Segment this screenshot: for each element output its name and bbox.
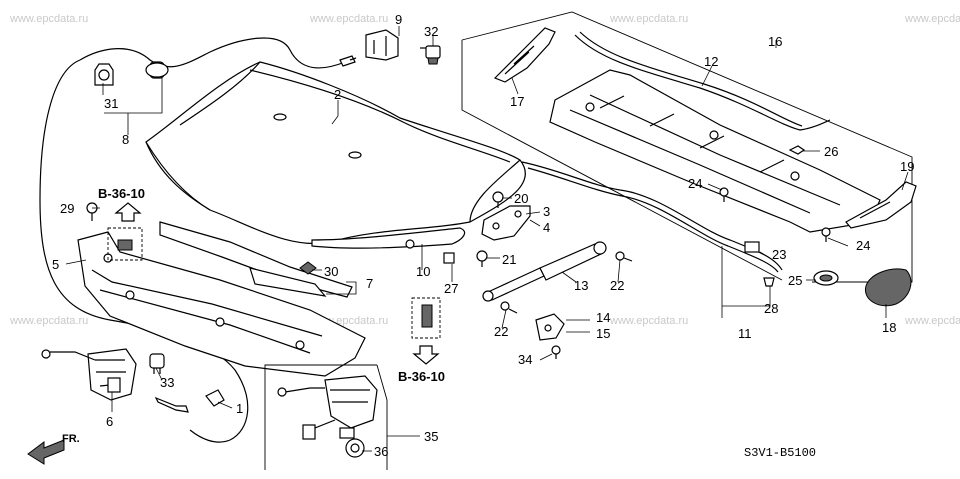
hinge-bolt[interactable] — [492, 191, 504, 208]
hood-hinge[interactable] — [481, 205, 531, 241]
strut-bolt[interactable] — [500, 301, 518, 314]
bolt[interactable] — [420, 45, 441, 65]
callout-5[interactable]: 5 — [52, 257, 59, 272]
callout-29[interactable]: 29 — [60, 201, 74, 216]
bolt[interactable] — [719, 187, 729, 202]
cable-clip[interactable] — [94, 63, 114, 86]
hinge-bolt[interactable] — [476, 250, 488, 267]
callout-4[interactable]: 4 — [543, 220, 550, 235]
cushion[interactable] — [299, 261, 317, 275]
bolt[interactable] — [821, 227, 831, 242]
callout-14[interactable]: 14 — [596, 310, 610, 325]
callout-32[interactable]: 32 — [424, 24, 438, 39]
callout-26[interactable]: 26 — [824, 144, 838, 159]
nut[interactable] — [443, 252, 455, 264]
callout-24[interactable]: 24 — [688, 176, 702, 191]
callout-25[interactable]: 25 — [788, 273, 802, 288]
callout-24[interactable]: 24 — [856, 238, 870, 253]
callout-8[interactable]: 8 — [122, 132, 129, 147]
callout-35[interactable]: 35 — [424, 429, 438, 444]
callout-15[interactable]: 15 — [596, 326, 610, 341]
hood-support-strut[interactable] — [482, 241, 607, 302]
cover[interactable] — [864, 268, 912, 307]
leader-lines — [65, 26, 909, 452]
ref-label-lower[interactable]: B-36-10 — [398, 369, 445, 384]
watermarks: www.epcdata.ru www.epcdata.ru www.epcdat… — [9, 13, 960, 327]
callout-21[interactable]: 21 — [502, 252, 516, 267]
watermark: www.epcdata.ru — [904, 13, 960, 25]
clamp[interactable] — [345, 438, 365, 458]
grommet-detail-box — [411, 297, 441, 339]
callout-22[interactable]: 22 — [610, 278, 624, 293]
callout-17[interactable]: 17 — [510, 94, 524, 109]
callout-2[interactable]: 2 — [334, 87, 341, 102]
cowl-clip[interactable] — [788, 145, 806, 155]
callout-10[interactable]: 10 — [416, 264, 430, 279]
ref-arrow-up[interactable] — [114, 202, 142, 222]
cowl-top-panel[interactable] — [549, 69, 881, 233]
callout-23[interactable]: 23 — [772, 247, 786, 262]
callout-11[interactable]: 11 — [738, 326, 752, 341]
diagram-code: S3V1-B5100 — [744, 446, 816, 460]
callout-12[interactable]: 12 — [704, 54, 718, 69]
callout-9[interactable]: 9 — [395, 12, 402, 27]
callout-31[interactable]: 31 — [104, 96, 118, 111]
strut-bracket[interactable] — [535, 313, 565, 341]
bolt[interactable] — [551, 345, 561, 359]
watermark: www.epcdata.ru — [609, 315, 688, 327]
callout-22[interactable]: 22 — [494, 324, 508, 339]
grommet-detail-box — [107, 227, 143, 261]
cowl-seal[interactable] — [574, 31, 831, 131]
cable-end[interactable] — [154, 396, 189, 413]
latch-assembly-box — [264, 364, 388, 470]
watermark: www.epcdata.ru — [309, 13, 388, 25]
callout-34[interactable]: 34 — [518, 352, 532, 367]
callout-27[interactable]: 27 — [444, 281, 458, 296]
hood-panel[interactable] — [145, 61, 526, 245]
hood-seal[interactable] — [311, 227, 466, 249]
hood-latch-with-switch[interactable] — [277, 375, 378, 440]
callout-30[interactable]: 30 — [324, 264, 338, 279]
clip[interactable] — [744, 241, 760, 253]
watermark: www.epcdata.ru — [9, 315, 88, 327]
inner-frame[interactable] — [159, 221, 353, 298]
hood-latch[interactable] — [41, 348, 137, 401]
front-direction-arrow: FR. — [27, 433, 80, 465]
cowl-bracket-right[interactable] — [845, 181, 917, 229]
ref-label-upper[interactable]: B-36-10 — [98, 186, 145, 201]
callout-6[interactable]: 6 — [106, 414, 113, 429]
watermark: www.epcdata.ru — [904, 315, 960, 327]
fastener[interactable] — [763, 277, 775, 287]
callout-33[interactable]: 33 — [160, 375, 174, 390]
callout-18[interactable]: 18 — [882, 320, 896, 335]
watermark: www.epcdata.ru — [9, 13, 88, 25]
callout-13[interactable]: 13 — [574, 278, 588, 293]
callout-labels: 31 8 2 9 32 5 29 B-36-10 30 7 10 27 6 33… — [52, 12, 914, 459]
callout-20[interactable]: 20 — [514, 191, 528, 206]
callout-1[interactable]: 1 — [236, 401, 243, 416]
strut-bolt[interactable] — [615, 251, 633, 262]
callout-3[interactable]: 3 — [543, 204, 550, 219]
cable-clip-small[interactable] — [205, 389, 225, 407]
watermark: www.epcdata.ru — [609, 13, 688, 25]
front-bulkhead[interactable] — [77, 231, 366, 377]
callout-28[interactable]: 28 — [764, 301, 778, 316]
hood-bracket[interactable] — [365, 29, 399, 61]
cowl-bracket-left[interactable] — [493, 27, 556, 83]
callout-7[interactable]: 7 — [366, 276, 373, 291]
stud[interactable] — [149, 353, 165, 374]
clip[interactable] — [86, 202, 98, 221]
callout-16[interactable]: 16 — [768, 34, 782, 49]
front-direction-label: FR. — [62, 433, 80, 445]
ref-arrow-down[interactable] — [412, 345, 440, 365]
callout-19[interactable]: 19 — [900, 159, 914, 174]
grommet[interactable] — [813, 270, 839, 286]
callout-36[interactable]: 36 — [374, 444, 388, 459]
